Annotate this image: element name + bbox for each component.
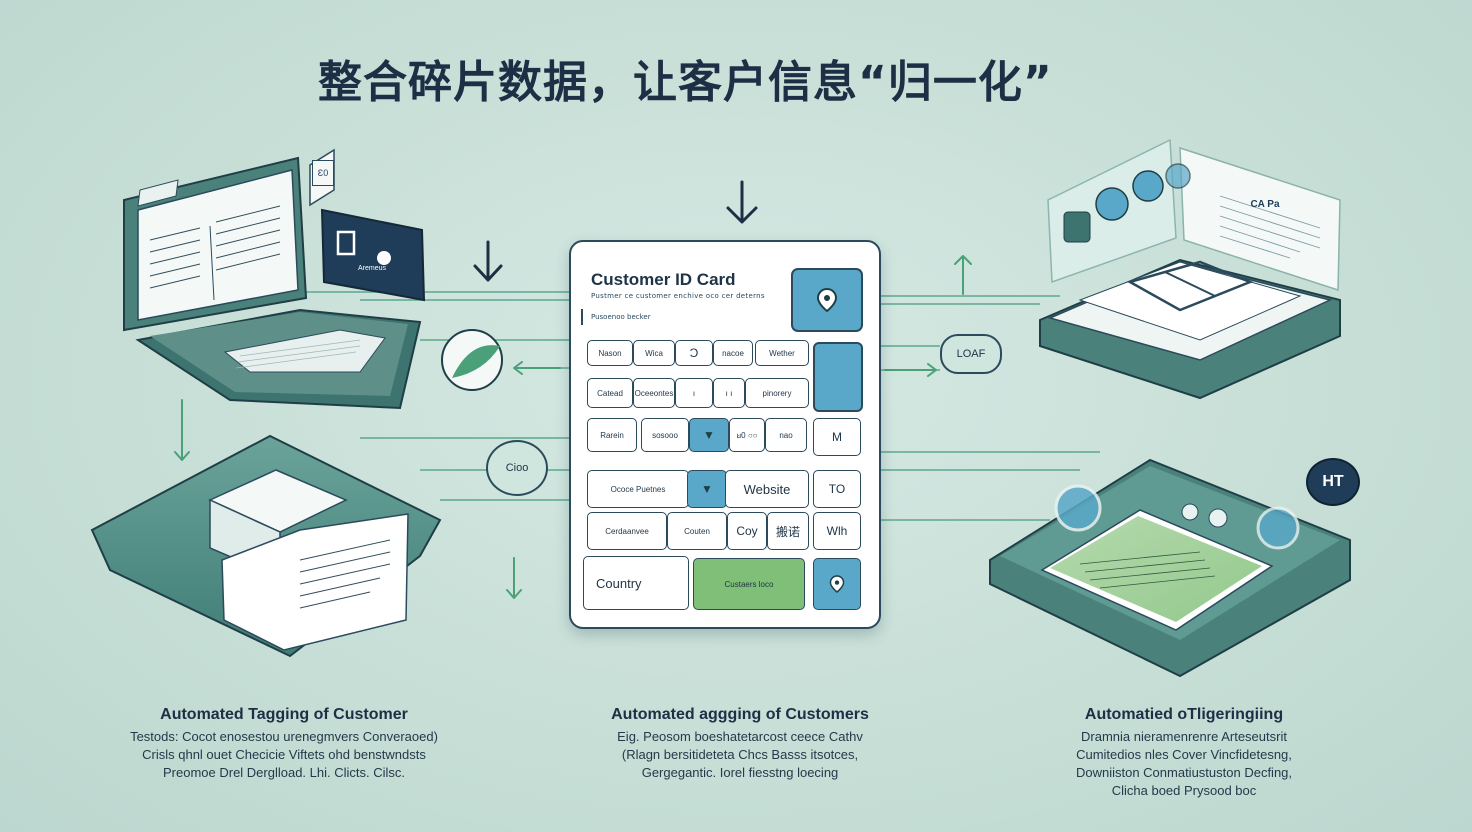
caption-left-title: Automated Tagging of Customer [160, 706, 408, 723]
location-pin-icon [829, 575, 845, 593]
country-value-field[interactable]: Custaers loco [693, 558, 805, 610]
arrows [174, 180, 972, 599]
caption-line: Preomoe Drel Derglload. Lhi. Clicts. Cil… [162, 765, 406, 780]
caption-right: Automatied oTligeringiing Dramnia nieram… [984, 706, 1384, 800]
card-field[interactable]: Wlh [813, 512, 861, 550]
card-field[interactable]: Wica [633, 340, 675, 366]
id-tag-label: Aremeus [350, 262, 394, 274]
card-field[interactable]: M [813, 418, 861, 456]
country-label: Country [583, 556, 689, 610]
country-pin-button[interactable] [813, 558, 861, 610]
card-dropdown[interactable]: ▼ [687, 470, 727, 508]
docs-header-text: CA Pa [1250, 198, 1280, 210]
card-field[interactable]: ı [675, 378, 713, 408]
caption-line: Downiiston Conmatiustuston Decfing, [1075, 765, 1293, 780]
location-pin-button[interactable] [791, 268, 863, 332]
caption-center: Automated aggging of Customers Eig. Peos… [540, 706, 940, 782]
website-field[interactable]: Website [725, 470, 809, 508]
box-illustration [90, 434, 442, 658]
card-field[interactable]: TO [813, 470, 861, 508]
card-field[interactable]: ꞟ0 ○○ [729, 418, 765, 452]
card-search-field[interactable]: Pusoenoo becker [581, 309, 796, 325]
card-search-text: Pusoenoo becker [591, 313, 651, 321]
laptop-illustration [123, 148, 426, 410]
document-stack-illustration [1039, 138, 1341, 400]
caption-line: Clicha boed Prysood boc [1111, 783, 1257, 798]
docs-header-label: CA Pa [1240, 196, 1290, 212]
tablet-illustration [989, 458, 1351, 678]
laptop-side-tag: Ɛ0 [312, 160, 334, 186]
bubble-left-label: Cioo [505, 462, 529, 474]
caption-line: Crisls qhnl ouet Checicie Viftets ohd be… [142, 747, 426, 762]
card-field[interactable]: Coy [727, 512, 767, 550]
caption-line: Dramnia nieramenrenre Arteseutsrit [1081, 729, 1287, 744]
card-field[interactable]: nao [765, 418, 807, 452]
card-field[interactable]: Catead [587, 378, 633, 408]
card-field[interactable]: Nason [587, 340, 633, 366]
caption-left-body: Testods: Cocot enosestou urenegmvers Con… [84, 728, 484, 782]
caption-center-title: Automated aggging of Customers [611, 706, 869, 723]
bubble-right: LOAF [940, 334, 1002, 374]
card-field[interactable]: Ɔ [675, 340, 713, 366]
caption-center-body: Eig. Peosom boeshatetarcost ceece Cathv … [540, 728, 940, 782]
card-field[interactable]: nacoe [713, 340, 753, 366]
tablet-corner-badge-label: HT [1322, 473, 1344, 490]
card-field[interactable]: Cerdaanvee [587, 512, 667, 550]
card-field[interactable]: Wether [755, 340, 809, 366]
caption-right-title: Automatied oTligeringiing [1084, 706, 1284, 723]
caption-line: (Rlagn bersitideteta Chcs Basss itsotces… [621, 747, 859, 762]
location-pin-icon [816, 287, 838, 313]
card-dropdown[interactable]: ▼ [689, 418, 729, 452]
laptop-side-tag-label: Ɛ0 [317, 168, 329, 178]
tablet-corner-badge: HT [1306, 458, 1360, 506]
card-field[interactable]: pinorery [745, 378, 809, 408]
caption-line: Gergegantic. Iorel fiesstng loecing [641, 765, 839, 780]
card-field[interactable]: Couten [667, 512, 727, 550]
bubble-right-label: LOAF [956, 348, 986, 360]
caption-line: Eig. Peosom boeshatetarcost ceece Cathv [617, 729, 863, 744]
caption-line: Cumitedios nles Cover Vincfidetesng, [1076, 747, 1292, 762]
id-tag-text: Aremeus [357, 264, 386, 272]
card-field[interactable]: ı ı [713, 378, 745, 408]
card-field[interactable]: Rarein [587, 418, 637, 452]
bubble-left: Cioo [486, 440, 548, 496]
card-title: Customer ID Card [591, 270, 736, 289]
customer-id-card: Customer ID Card Pustmer ce customer enc… [569, 240, 881, 629]
card-field[interactable]: Oceeontes [633, 378, 675, 408]
caption-line: Testods: Cocot enosestou urenegmvers Con… [130, 729, 438, 744]
card-field[interactable]: 搬诺 [767, 512, 809, 550]
page-title: 整合碎片数据，让客户信息“归一化” [318, 57, 1053, 108]
card-field[interactable]: Ococe Puetnes [587, 470, 689, 508]
side-accent-block [813, 342, 863, 412]
caption-right-body: Dramnia nieramenrenre Arteseutsrit Cumit… [984, 728, 1384, 800]
card-field[interactable]: sosooo [641, 418, 689, 452]
card-subtitle: Pustmer ce customer enchive oco cer dete… [591, 292, 765, 300]
caption-left: Automated Tagging of Customer Testods: C… [84, 706, 484, 782]
leaf-bubble-icon [441, 329, 503, 391]
